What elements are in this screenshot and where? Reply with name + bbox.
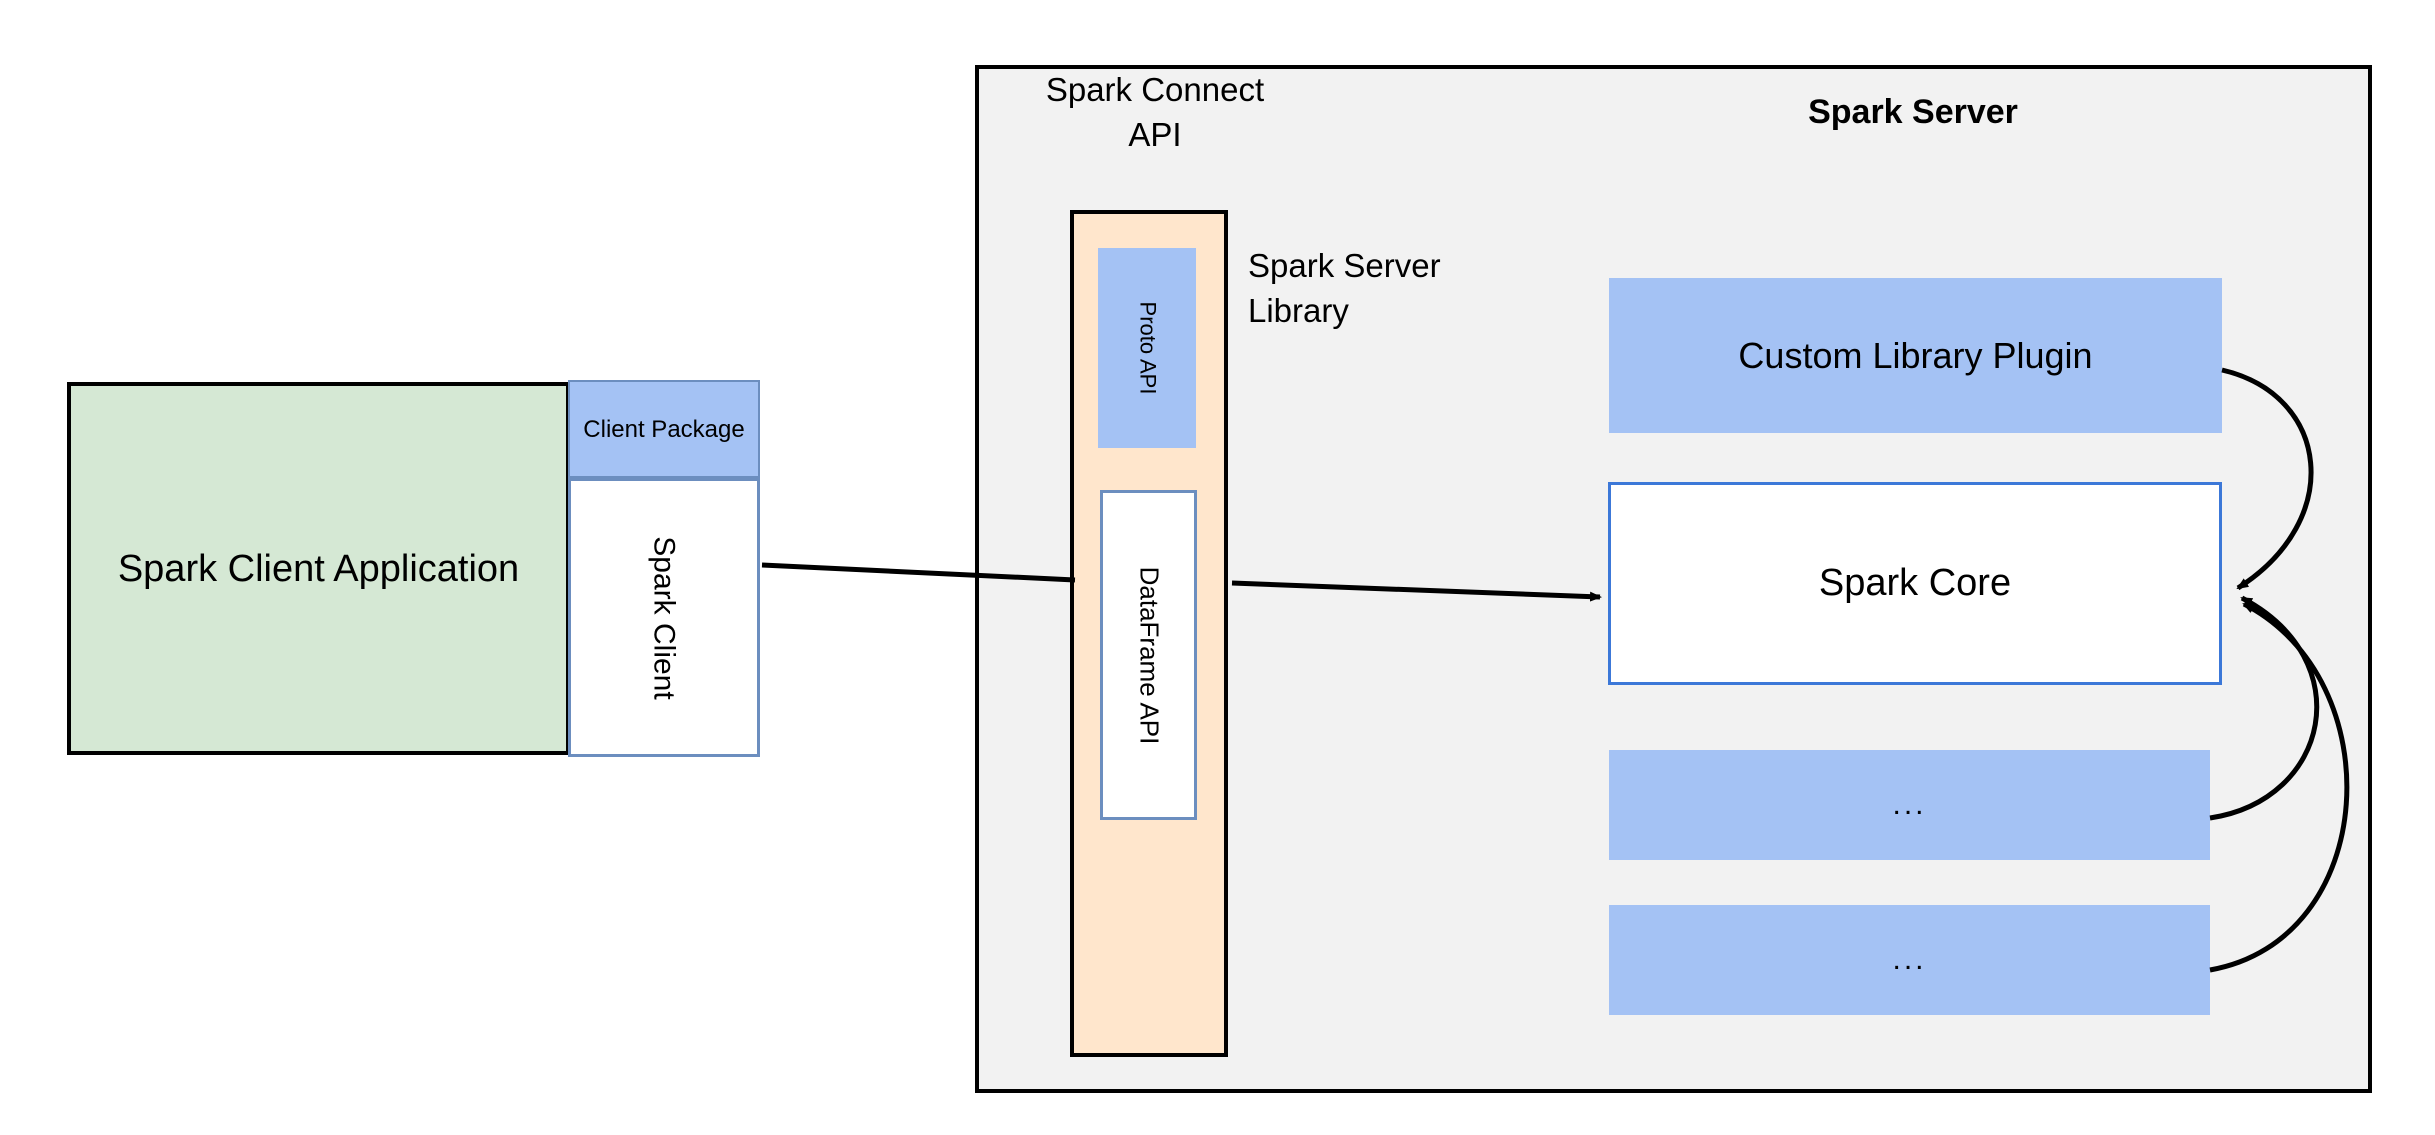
spark-core-box[interactable]: Spark Core	[1608, 482, 2222, 685]
ellipsis-box-1[interactable]: ...	[1609, 750, 2210, 860]
ellipsis-box-2[interactable]: ...	[1609, 905, 2210, 1015]
client-package-header[interactable]: Client Package	[568, 380, 760, 478]
custom-library-plugin-box[interactable]: Custom Library Plugin	[1609, 278, 2222, 433]
proto-api-box[interactable]: Proto API	[1098, 248, 1196, 448]
spark-client-label: Spark Client	[648, 535, 681, 700]
dataframe-api-box[interactable]: DataFrame API	[1100, 490, 1197, 820]
dataframe-api-label: DataFrame API	[1134, 566, 1165, 744]
spark-server-library-label: Spark Server Library	[1248, 247, 1441, 329]
spark-server-title: Spark Server	[1808, 92, 2018, 131]
spark-connect-api-label: Spark Connect API	[1045, 71, 1265, 153]
proto-api-label: Proto API	[1134, 301, 1160, 395]
spark-client-application-box[interactable]: Spark Client Application	[67, 382, 570, 755]
spark-client-box[interactable]: Spark Client	[568, 478, 760, 757]
